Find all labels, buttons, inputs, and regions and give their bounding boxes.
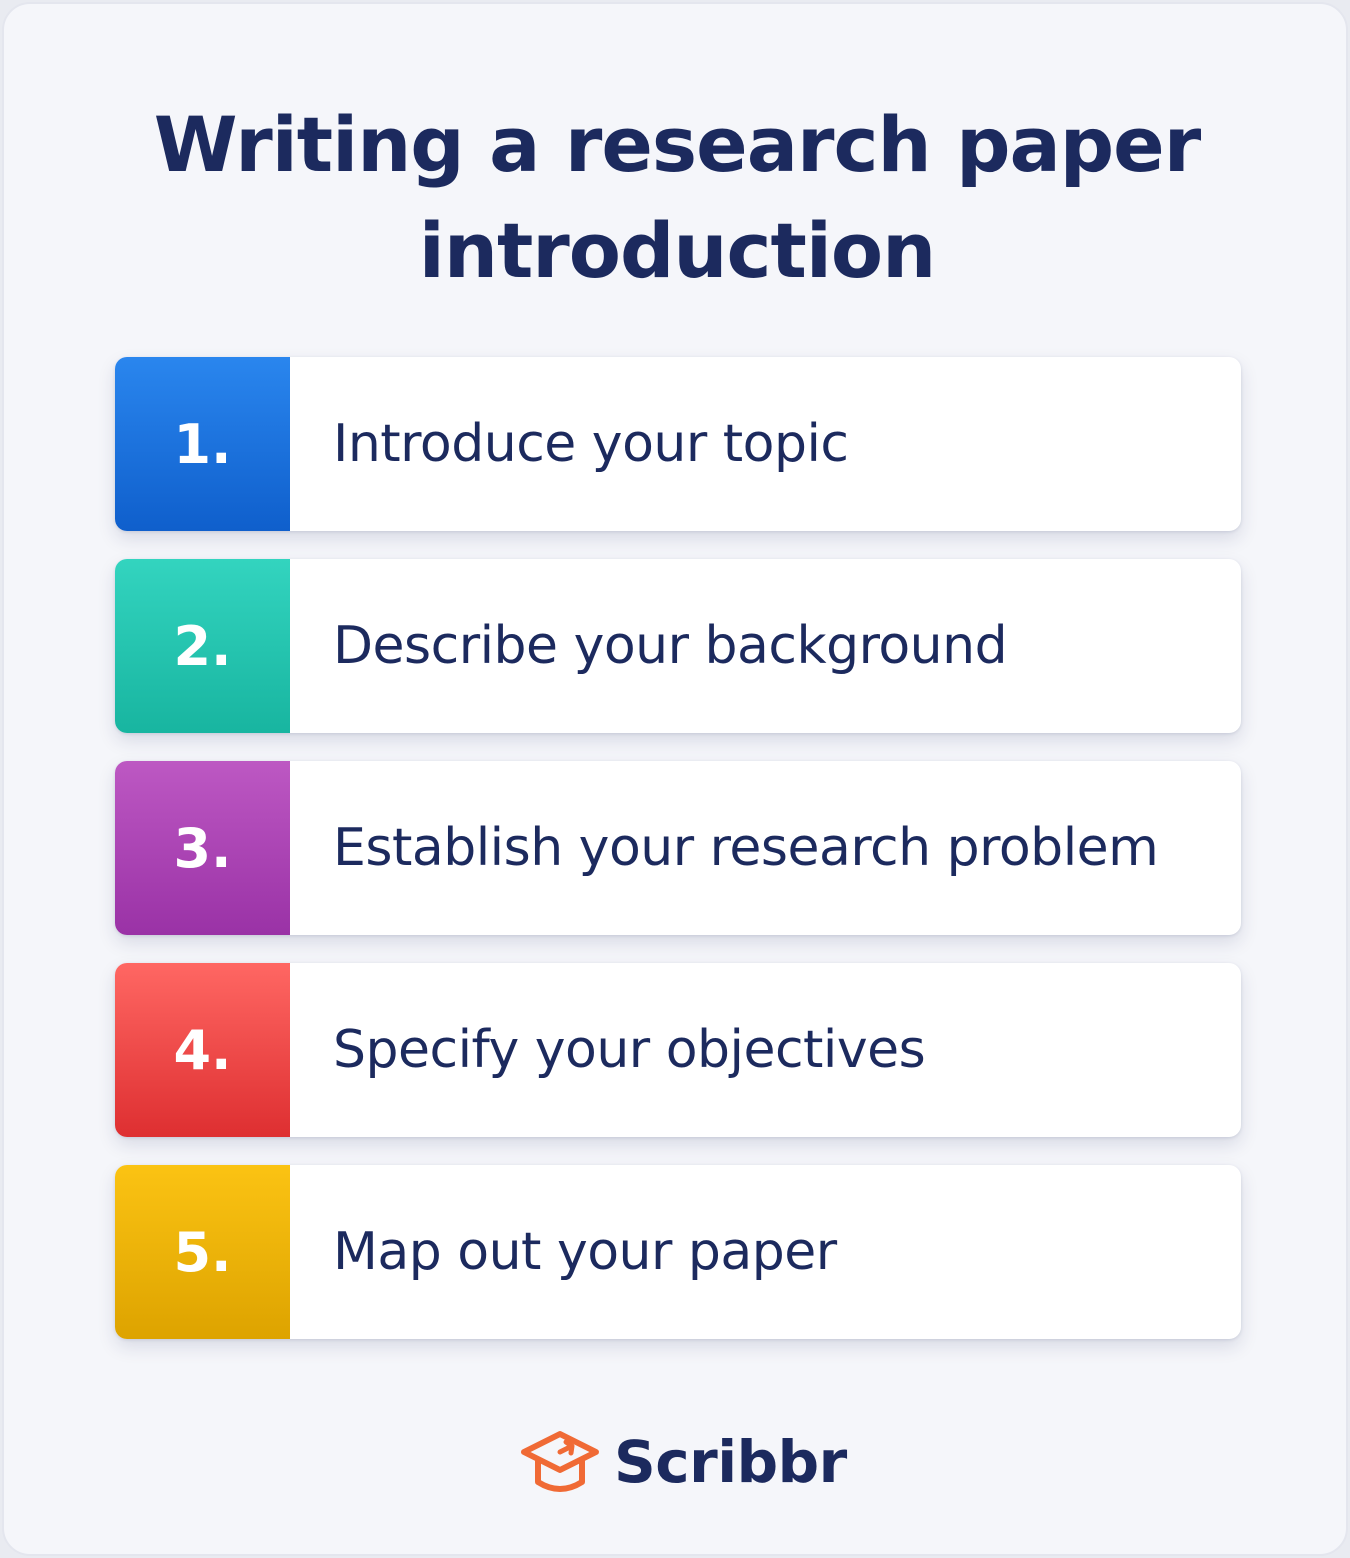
step-label: Establish your research problem: [333, 818, 1159, 878]
step-item-4: 4. Specify your objectives: [115, 963, 1241, 1137]
graduation-cap-icon: [521, 1431, 599, 1492]
scribbr-logo: Scribbr: [516, 1422, 847, 1502]
step-number-badge: 1.: [115, 357, 290, 531]
step-item-3: 3. Establish your research problem: [115, 761, 1241, 935]
step-label: Describe your background: [333, 616, 1008, 676]
step-item-2: 2. Describe your background: [115, 559, 1241, 733]
steps-list: 1. Introduce your topic 2. Describe your…: [115, 357, 1241, 1367]
step-number-badge: 2.: [115, 559, 290, 733]
brand-name: Scribbr: [614, 1428, 847, 1496]
page-title: Writing a research paper introduction: [4, 92, 1350, 304]
step-number-badge: 5.: [115, 1165, 290, 1339]
step-item-5: 5. Map out your paper: [115, 1165, 1241, 1339]
title-line-2: introduction: [418, 206, 936, 295]
step-number-badge: 4.: [115, 963, 290, 1137]
step-item-1: 1. Introduce your topic: [115, 357, 1241, 531]
step-number-badge: 3.: [115, 761, 290, 935]
step-label: Map out your paper: [333, 1222, 837, 1282]
step-label: Specify your objectives: [333, 1020, 926, 1080]
step-label: Introduce your topic: [333, 414, 849, 474]
title-line-1: Writing a research paper: [153, 100, 1201, 189]
